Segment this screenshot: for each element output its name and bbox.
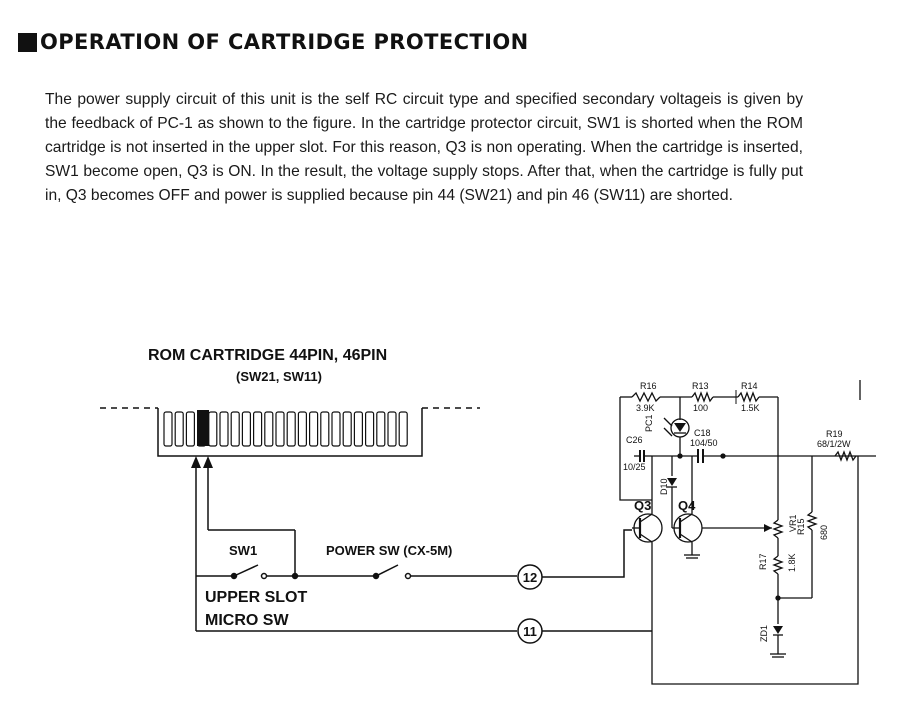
r19-label: R19 xyxy=(826,429,843,439)
heading-text: OPERATION OF CARTRIDGE PROTECTION xyxy=(40,30,529,54)
sw1-label: SW1 xyxy=(229,543,257,558)
cartridge-pin xyxy=(163,411,173,447)
cartridge-pin xyxy=(264,411,274,447)
r16-value: 3.9K xyxy=(636,403,655,413)
cartridge-pin xyxy=(353,411,363,447)
r17-value: 1.8K xyxy=(787,553,797,572)
switch-wiring xyxy=(195,529,517,632)
component-labels: R16 3.9K R13 100 R14 1.5K PC1 C18 104/50… xyxy=(623,381,851,642)
cartridge-pin xyxy=(286,411,296,447)
c18-label: C18 xyxy=(694,428,711,438)
power-circuit xyxy=(619,380,876,685)
cartridge-pin xyxy=(185,411,195,447)
r16-label: R16 xyxy=(640,381,657,391)
cartridge-pin xyxy=(331,411,341,447)
cartridge-title: ROM CARTRIDGE 44PIN, 46PIN xyxy=(148,347,387,364)
c26-value: 10/25 xyxy=(623,462,646,472)
cartridge-subtitle: (SW21, SW11) xyxy=(236,369,322,384)
q3-label: Q3 xyxy=(634,498,651,513)
pc1-label: PC1 xyxy=(644,414,654,432)
r19-value: 68/1/2W xyxy=(817,439,851,449)
svg-text:12: 12 xyxy=(523,570,537,585)
c26-label: C26 xyxy=(626,435,643,445)
cartridge-pin xyxy=(387,411,397,447)
zd1-label: ZD1 xyxy=(759,625,769,642)
r15-label: R15 xyxy=(796,518,806,535)
cartridge-pin xyxy=(342,411,352,447)
cartridge-pin xyxy=(320,411,330,447)
description-paragraph: The power supply circuit of this unit is… xyxy=(45,91,803,204)
cartridge-pin xyxy=(297,411,307,447)
cartridge-pin xyxy=(398,411,408,447)
r14-value: 1.5K xyxy=(741,403,760,413)
r13-label: R13 xyxy=(692,381,709,391)
cartridge-pin xyxy=(365,411,375,447)
cartridge-pin xyxy=(219,411,229,447)
section-heading: OPERATION OF CARTRIDGE PROTECTION xyxy=(18,30,529,54)
c18-value: 104/50 xyxy=(690,438,718,448)
r14-label: R14 xyxy=(741,381,758,391)
micro-sw-label: MICRO SW xyxy=(205,612,289,629)
vr1-label: VR1 xyxy=(788,514,798,532)
svg-text:11: 11 xyxy=(523,624,537,639)
cartridge-pin xyxy=(230,411,240,447)
cartridge-pin xyxy=(241,411,251,447)
d10-label: D10 xyxy=(659,478,669,495)
upper-slot-label: UPPER SLOT xyxy=(205,589,307,606)
r13-value: 100 xyxy=(693,403,708,413)
cartridge-pin xyxy=(309,411,319,447)
r17-label: R17 xyxy=(758,553,768,570)
cartridge-pin xyxy=(174,411,184,447)
pin-arrow-icon xyxy=(203,456,213,468)
power-sw-label: POWER SW (CX-5M) xyxy=(326,543,452,558)
cartridge-pins xyxy=(163,411,408,447)
heading-bullet-icon xyxy=(18,32,37,52)
cartridge-pin-44 xyxy=(197,410,209,446)
connector-11: 11 xyxy=(517,618,543,644)
connector-12: 12 xyxy=(517,564,543,590)
cartridge-slot xyxy=(100,407,480,576)
cartridge-pin xyxy=(253,411,263,447)
pin-arrow-icon xyxy=(191,456,201,468)
cartridge-pin xyxy=(208,411,218,447)
cartridge-pin xyxy=(275,411,285,447)
cartridge-pin xyxy=(376,411,386,447)
r15-value: 680 xyxy=(819,525,829,540)
q4-label: Q4 xyxy=(678,498,696,513)
